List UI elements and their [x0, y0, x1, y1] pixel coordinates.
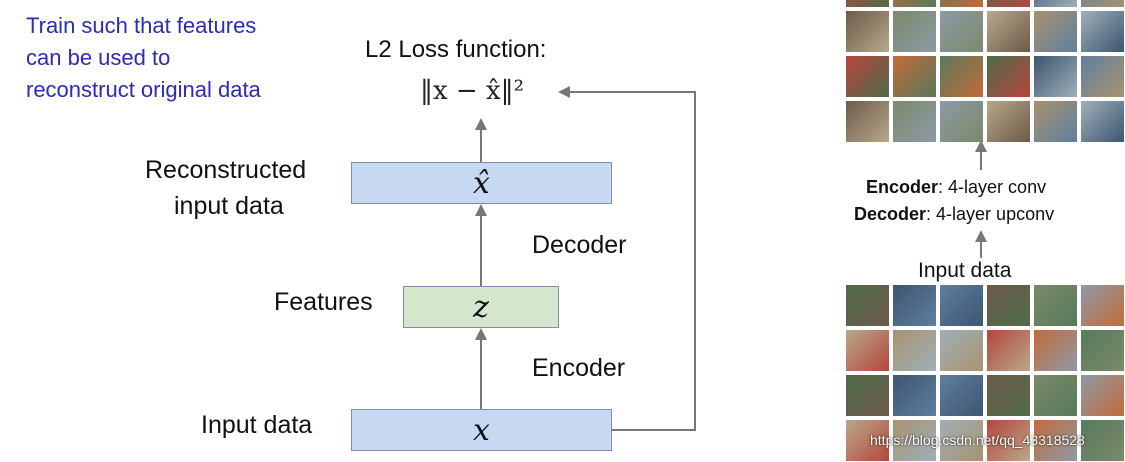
image-thumbnail	[940, 375, 983, 416]
image-thumbnail	[987, 375, 1030, 416]
image-thumbnail	[893, 56, 936, 97]
features-box: z	[403, 286, 559, 328]
image-thumbnail	[1081, 285, 1124, 326]
image-thumbnail	[893, 375, 936, 416]
note-line-1: Train such that features	[26, 13, 257, 38]
image-thumbnail	[1034, 11, 1077, 52]
image-thumbnail	[987, 285, 1030, 326]
reconstructed-images-grid	[846, 0, 1124, 142]
input-images-grid	[846, 285, 1124, 461]
image-thumbnail	[893, 330, 936, 371]
encoder-description: Encoder: 4-layer conv	[866, 177, 1047, 197]
reconstructed-label-line-2: input data	[174, 192, 284, 220]
decoder-description: Decoder: 4-layer upconv	[854, 204, 1055, 224]
image-thumbnail	[940, 0, 983, 7]
x-symbol: x	[473, 412, 490, 448]
input-data-box: x	[351, 409, 612, 451]
watermark: https://blog.csdn.net/qq_43318528	[870, 432, 1085, 448]
note-line-2: can be used to	[26, 45, 171, 70]
image-thumbnail	[987, 11, 1030, 52]
image-thumbnail	[940, 101, 983, 142]
image-thumbnail	[1034, 330, 1077, 371]
image-thumbnail	[846, 101, 889, 142]
image-thumbnail	[1034, 420, 1077, 461]
image-thumbnail	[940, 330, 983, 371]
image-thumbnail	[987, 420, 1030, 461]
image-thumbnail	[893, 11, 936, 52]
image-thumbnail	[1081, 56, 1124, 97]
image-thumbnail	[1081, 0, 1124, 7]
image-thumbnail	[893, 0, 936, 7]
image-thumbnail	[940, 56, 983, 97]
image-thumbnail	[1081, 375, 1124, 416]
image-thumbnail	[846, 56, 889, 97]
loss-formula: ‖x − x̂‖²	[420, 76, 525, 106]
panel-input-data-label: Input data	[918, 259, 1012, 282]
z-symbol: z	[473, 289, 489, 325]
reconstructed-data-box: x̂	[351, 162, 612, 204]
image-thumbnail	[1034, 0, 1077, 7]
image-thumbnail	[893, 101, 936, 142]
image-thumbnail	[1034, 285, 1077, 326]
image-thumbnail	[1081, 11, 1124, 52]
image-thumbnail	[987, 56, 1030, 97]
image-thumbnail	[846, 330, 889, 371]
features-label: Features	[274, 288, 373, 316]
image-thumbnail	[987, 330, 1030, 371]
image-thumbnail	[987, 101, 1030, 142]
image-thumbnail	[940, 11, 983, 52]
decoder-label: Decoder	[532, 231, 627, 259]
loss-title: L2 Loss function:	[365, 36, 547, 63]
image-thumbnail	[846, 11, 889, 52]
image-thumbnail	[940, 285, 983, 326]
image-thumbnail	[846, 0, 889, 7]
input-data-label: Input data	[201, 411, 313, 439]
image-thumbnail	[846, 375, 889, 416]
image-thumbnail	[1034, 56, 1077, 97]
training-note: Train such that features can be used to …	[26, 10, 326, 106]
image-thumbnail	[987, 0, 1030, 7]
image-thumbnail	[846, 420, 889, 461]
image-thumbnail	[1034, 375, 1077, 416]
image-thumbnail	[893, 285, 936, 326]
image-thumbnail	[846, 285, 889, 326]
image-thumbnail	[893, 420, 936, 461]
reconstructed-label-line-1: Reconstructed	[145, 156, 307, 184]
x-hat-symbol: x̂	[473, 165, 490, 201]
image-thumbnail	[940, 420, 983, 461]
encoder-label: Encoder	[532, 354, 626, 382]
image-thumbnail	[1081, 420, 1124, 461]
image-thumbnail	[1081, 330, 1124, 371]
image-thumbnail	[1081, 101, 1124, 142]
arrow-input-skip-to-loss	[558, 86, 696, 431]
note-line-3: reconstruct original data	[26, 77, 261, 102]
image-thumbnail	[1034, 101, 1077, 142]
